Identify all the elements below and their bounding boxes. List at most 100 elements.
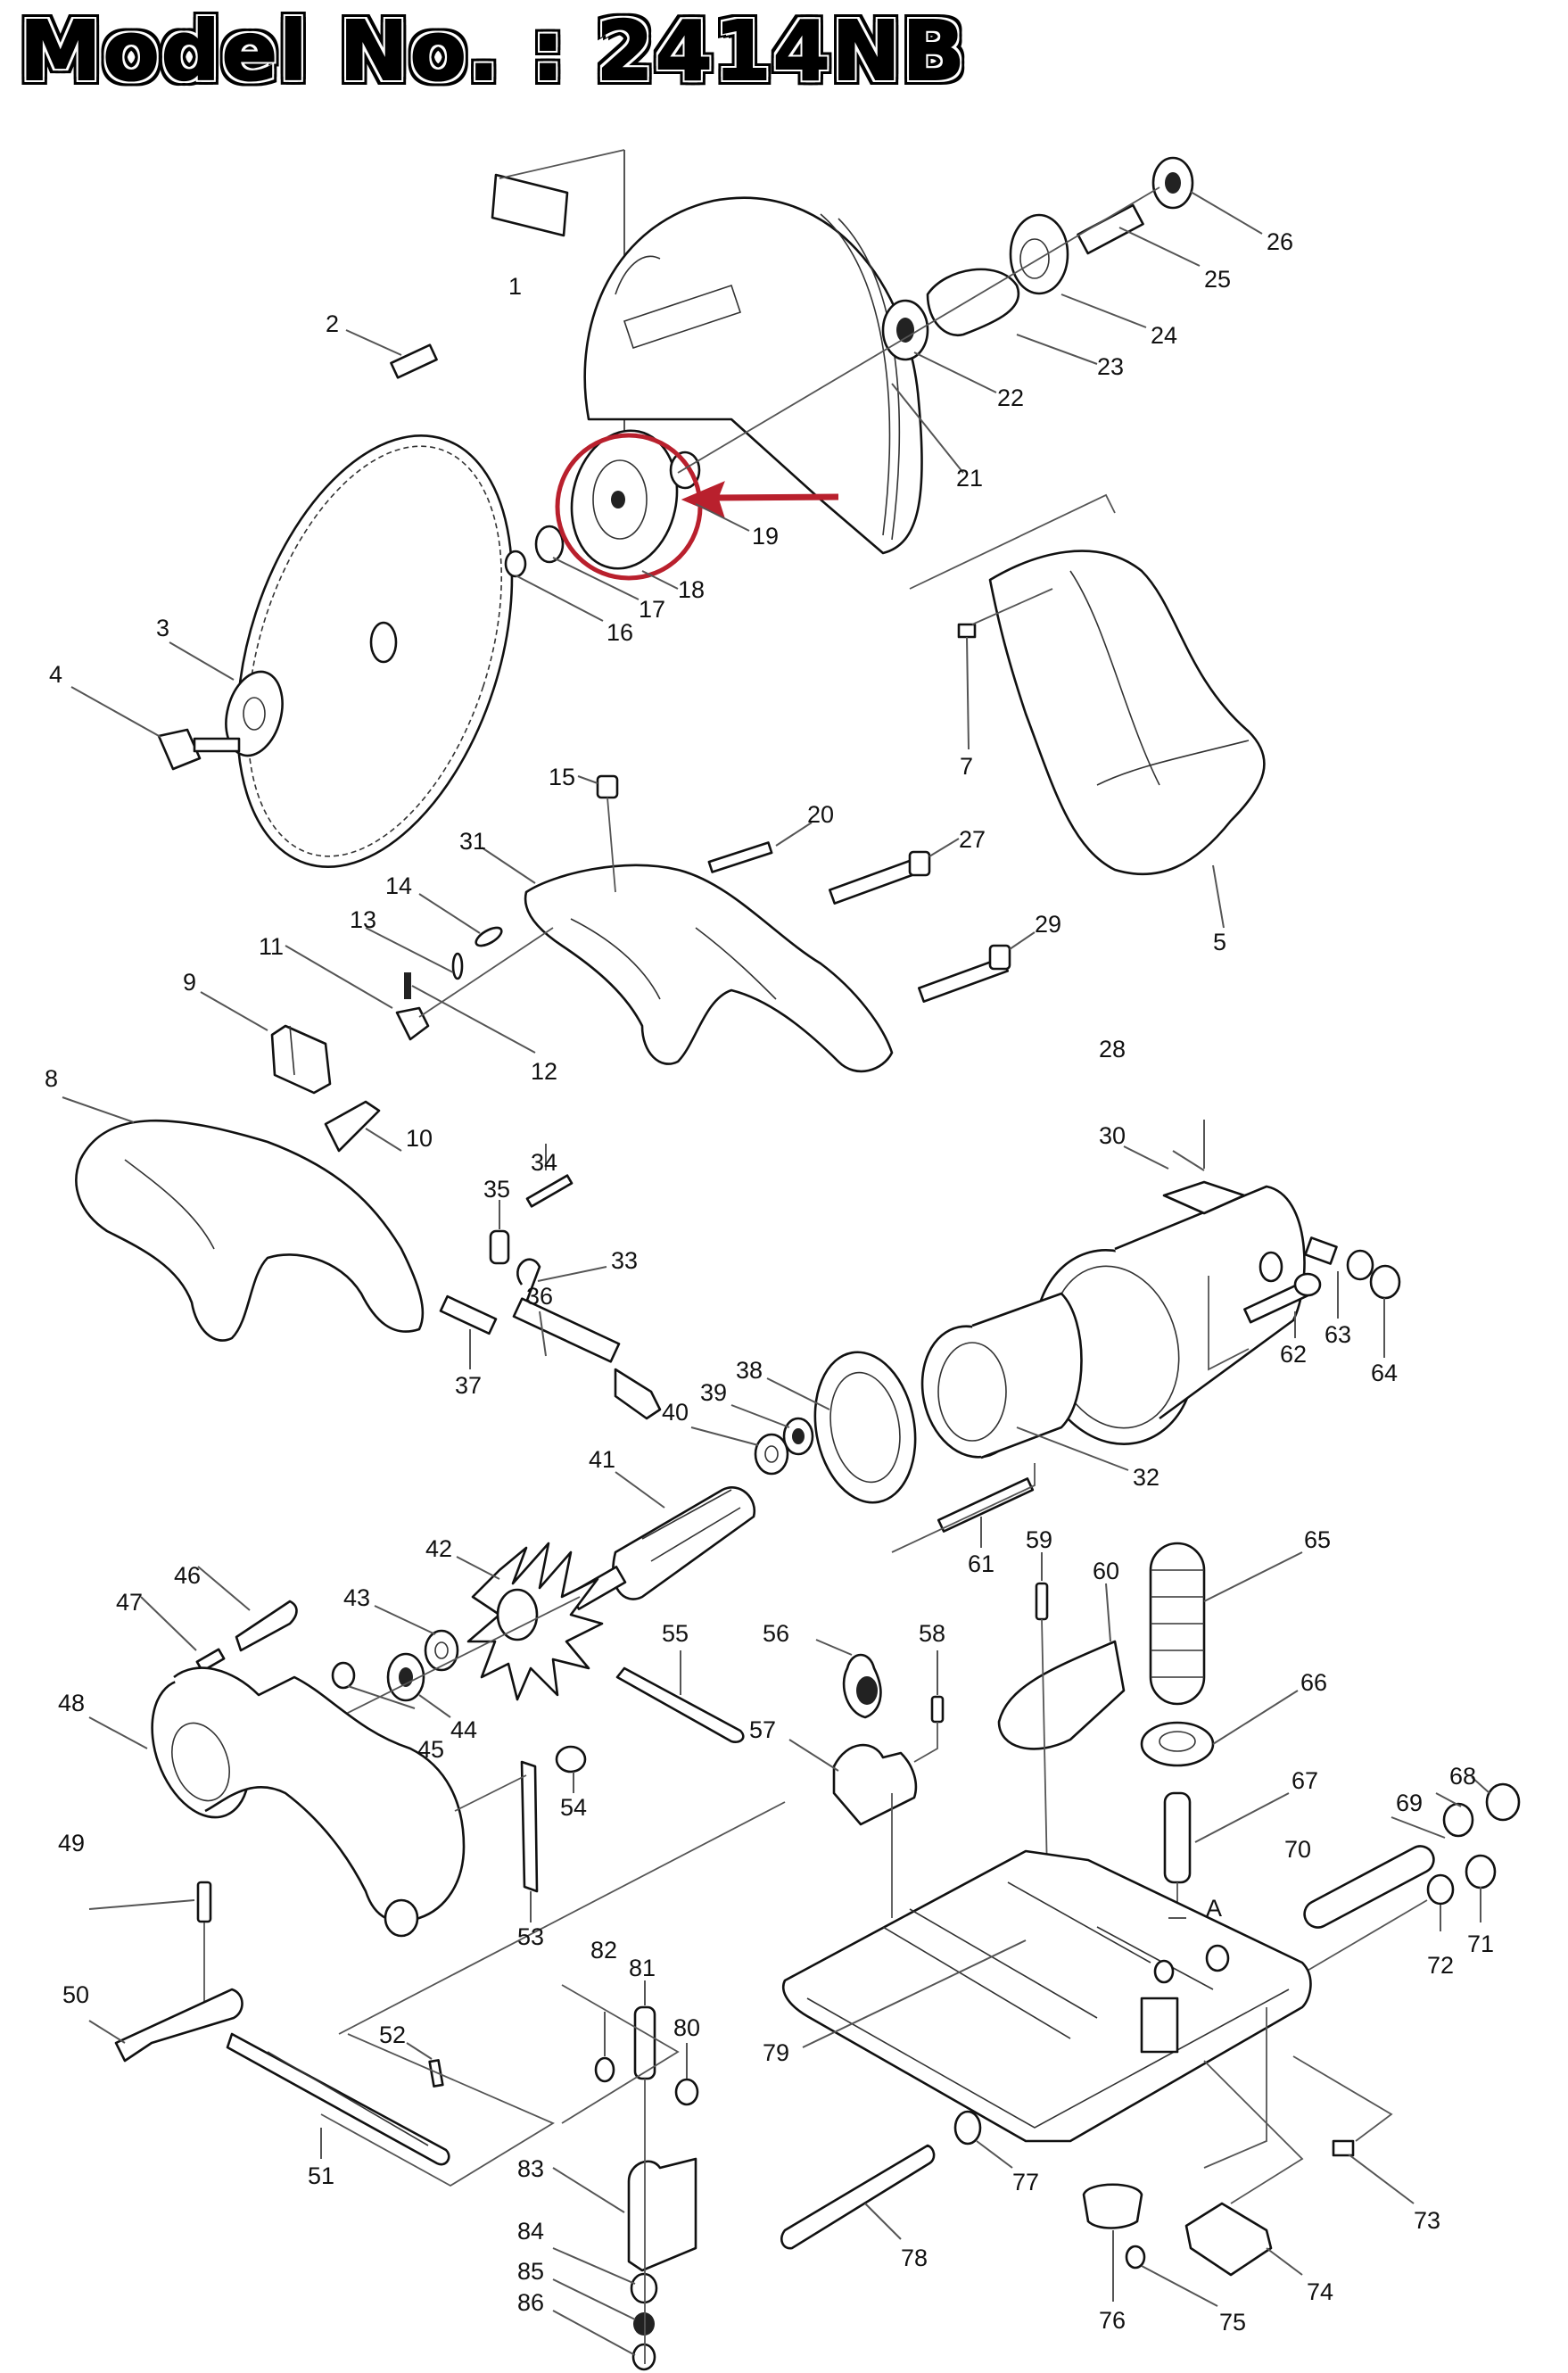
callout-11: 11 (259, 933, 284, 960)
callout-4: 4 (49, 661, 62, 688)
part-outer-flange-3 (169, 641, 284, 757)
callout-33: 33 (611, 1247, 638, 1274)
callout-48: 48 (58, 1690, 85, 1716)
parts-pin-and-lever-49-52 (88, 1801, 786, 2187)
callout-42: 42 (425, 1535, 452, 1562)
part-base-79 (781, 1849, 1312, 2143)
callout-66: 66 (1300, 1669, 1327, 1696)
parts-handle-screws (707, 822, 1036, 1003)
callout-78: 78 (901, 2245, 928, 2271)
callout-68: 68 (1449, 1763, 1476, 1790)
callout-77: 77 (1012, 2169, 1039, 2195)
callout-20: 20 (807, 801, 834, 828)
part-field-32 (920, 1292, 1129, 1471)
callout-81: 81 (629, 1955, 656, 1981)
callout-61: 61 (968, 1550, 994, 1577)
callout-47: 47 (116, 1589, 143, 1616)
callout-22: 22 (997, 384, 1024, 411)
callout-24: 24 (1151, 322, 1177, 349)
parts-brush-holder (1243, 1236, 1401, 1358)
callout-8: 8 (45, 1065, 58, 1092)
callout-41: 41 (589, 1446, 615, 1473)
callout-51: 51 (308, 2162, 334, 2189)
callout-38: 38 (736, 1357, 763, 1384)
callout-40: 40 (662, 1399, 689, 1426)
part-saw-blade (235, 434, 514, 868)
callout-34: 34 (531, 1149, 557, 1176)
callout-43: 43 (343, 1584, 370, 1611)
callout-80: 80 (673, 2014, 700, 2041)
callout-A: A (1206, 1895, 1222, 1922)
part-motor-housing-30 (1034, 1120, 1306, 1445)
callout-57: 57 (749, 1716, 776, 1743)
callout-50: 50 (62, 1981, 89, 2008)
callout-14: 14 (385, 872, 412, 899)
part-screw-7 (957, 588, 1053, 750)
callout-32: 32 (1133, 1464, 1159, 1491)
callout-76: 76 (1099, 2307, 1126, 2334)
callout-69: 69 (1396, 1790, 1423, 1816)
callout-75: 75 (1219, 2309, 1246, 2336)
parts-bearing-43-45 (329, 1596, 581, 1723)
callout-30: 30 (1099, 1122, 1126, 1149)
callout-labels: 1 2 3 4 5 7 8 9 10 11 12 13 14 15 16 17 … (45, 228, 1494, 2336)
parts-brush-link (439, 1144, 662, 1420)
callout-49: 49 (58, 1830, 85, 1856)
callout-56: 56 (763, 1620, 789, 1647)
part-chain-55 (615, 1650, 745, 1743)
callout-71: 71 (1467, 1931, 1494, 1957)
callout-37: 37 (455, 1372, 482, 1399)
callout-2: 2 (326, 310, 339, 337)
part-hex-bolt-4 (70, 686, 241, 771)
callout-13: 13 (350, 906, 376, 933)
callout-46: 46 (174, 1562, 201, 1589)
parts-spring-65-67 (1140, 1542, 1303, 2061)
part-screw-61 (891, 1463, 1036, 1553)
callout-63: 63 (1325, 1321, 1351, 1348)
part-gear-housing-48 (88, 1666, 466, 1938)
callout-21: 21 (956, 465, 983, 492)
callout-54: 54 (560, 1794, 587, 1821)
callout-45: 45 (417, 1736, 444, 1763)
callout-29: 29 (1035, 911, 1061, 938)
part-screw-2 (345, 329, 438, 379)
callout-74: 74 (1307, 2278, 1333, 2305)
callout-18: 18 (678, 576, 705, 603)
callout-35: 35 (483, 1176, 510, 1203)
highlighted-part-inner-flange-18 (504, 429, 701, 578)
callout-1: 1 (508, 273, 522, 300)
callout-26: 26 (1267, 228, 1293, 255)
callout-36: 36 (526, 1283, 553, 1310)
parts-switch-assembly (200, 893, 554, 1153)
callout-82: 82 (590, 1937, 617, 1964)
callout-28: 28 (1099, 1036, 1126, 1062)
part-safety-cover-5 (909, 493, 1266, 929)
model-title: Model No. : 2414NB (19, 4, 967, 99)
parts-bearing-39-40 (690, 1404, 814, 1476)
callout-73: 73 (1414, 2207, 1440, 2234)
part-bolt-15 (577, 774, 619, 893)
callout-84: 84 (517, 2218, 544, 2245)
callout-17: 17 (639, 596, 665, 623)
callout-60: 60 (1093, 1558, 1119, 1584)
callout-52: 52 (379, 2022, 406, 2048)
callout-85: 85 (517, 2258, 544, 2285)
callout-62: 62 (1280, 1341, 1307, 1368)
part-armature-41 (568, 1471, 756, 1610)
callout-23: 23 (1097, 353, 1124, 380)
part-fan-42 (456, 1542, 604, 1701)
callout-16: 16 (607, 619, 633, 646)
callout-70: 70 (1284, 1836, 1311, 1863)
callout-5: 5 (1213, 929, 1226, 955)
callout-25: 25 (1204, 266, 1231, 293)
callout-79: 79 (763, 2039, 789, 2066)
callout-39: 39 (700, 1379, 727, 1406)
callout-31: 31 (459, 828, 486, 855)
callout-44: 44 (450, 1716, 477, 1743)
callout-9: 9 (183, 969, 196, 996)
callout-86: 86 (517, 2289, 544, 2316)
callout-72: 72 (1427, 1952, 1454, 1979)
callout-55: 55 (662, 1620, 689, 1647)
part-handle-8 (62, 1096, 425, 1342)
